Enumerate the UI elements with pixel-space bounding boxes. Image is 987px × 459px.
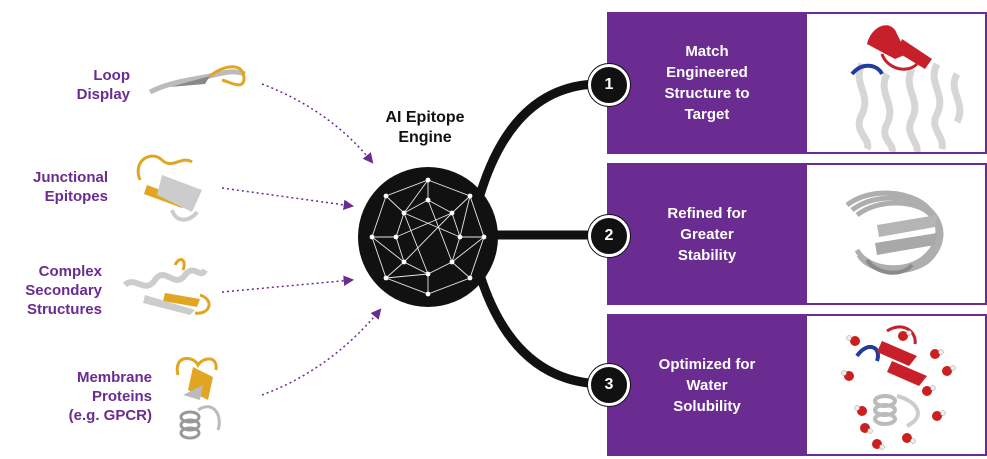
label-line: Structures [26, 301, 102, 318]
panel-line: Match [685, 43, 729, 60]
output-panel-2: Refined for Greater Stability [607, 163, 987, 305]
output-panel-1: Match Engineered Structure to Target [607, 12, 987, 154]
label-line: Proteins [91, 388, 152, 405]
output-connectors [475, 79, 612, 389]
label-line: Loop [93, 67, 130, 84]
label-line: (e.g. GPCR) [68, 407, 152, 424]
engine-title-line: AI Epitope [385, 109, 465, 126]
input-label-loop-display: Loop Display [56, 66, 130, 104]
panel-protein-image [807, 316, 985, 454]
connector-3 [475, 270, 612, 389]
step-badge-2: 2 [588, 215, 630, 257]
label-line: Junctional [32, 169, 108, 186]
label-line: Epitopes [44, 188, 108, 205]
input-label-complex-secondary: Complex Secondary Structures [4, 262, 102, 319]
input-arrows [221, 83, 382, 396]
input-label-membrane-proteins: Membrane Proteins (e.g. GPCR) [4, 368, 152, 425]
engine-title: AI Epitope Engine [370, 108, 480, 148]
panel-line: Solubility [673, 397, 741, 415]
panel-line: Refined for [667, 204, 747, 222]
label-line: Membrane [76, 369, 152, 386]
label-line: Complex [38, 263, 102, 280]
panel-line: Structure to [664, 85, 750, 102]
complex-secondary-protein-icon [122, 258, 211, 315]
output-panel-text: Optimized for Water Solubility [609, 316, 805, 454]
junctional-epitopes-protein-icon [136, 154, 202, 222]
panel-line: Optimized for [658, 355, 756, 373]
step-badge-1: 1 [588, 64, 630, 106]
panel-line: Greater [680, 225, 734, 243]
panel-line: Engineered [666, 64, 748, 81]
arrow-membrane [261, 308, 382, 396]
protein-ensemble-icon [845, 190, 944, 275]
connector-1 [475, 79, 612, 200]
panel-line: Target [684, 106, 730, 123]
membrane-protein-icon [175, 356, 221, 440]
output-panel-text: Match Engineered Structure to Target [609, 14, 805, 152]
output-panel-text: Refined for Greater Stability [609, 165, 805, 303]
protein-structure-icon [850, 25, 964, 154]
engine-title-line: Engine [398, 129, 452, 146]
solvated-protein-icon [841, 325, 956, 450]
panel-protein-image [807, 14, 985, 154]
label-line: Secondary [25, 282, 102, 299]
panel-line: Stability [677, 246, 737, 264]
arrow-junctional [221, 187, 355, 211]
loop-display-protein-icon [148, 65, 246, 95]
engine-sphere-icon [358, 167, 498, 307]
output-panel-3: Optimized for Water Solubility [607, 314, 987, 456]
arrow-loop-display [261, 83, 374, 164]
panel-line: Water [686, 376, 728, 394]
arrow-complex [221, 275, 355, 293]
label-line: Display [76, 86, 130, 103]
step-badge-3: 3 [588, 364, 630, 406]
input-label-junctional-epitopes: Junctional Epitopes [4, 168, 108, 206]
panel-protein-image [807, 165, 985, 303]
